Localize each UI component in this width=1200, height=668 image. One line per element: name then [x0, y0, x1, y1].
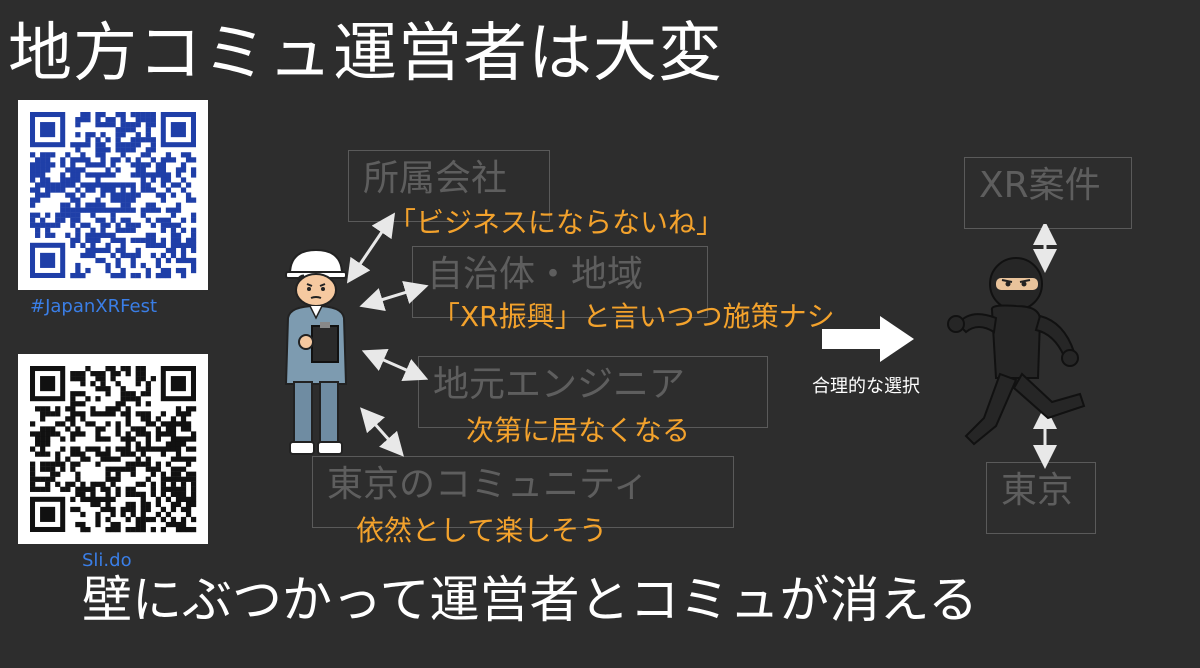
box-municipality: 自治体・地域	[412, 246, 708, 318]
comment-local-engineers: 次第に居なくなる	[466, 414, 691, 447]
box-tokyo-community: 東京のコミュニティ	[312, 456, 734, 528]
bottom-message: 壁にぶつかって運営者とコミュが消える	[82, 571, 978, 629]
box-xr-projects: XR案件	[964, 157, 1132, 229]
hashtag-caption[interactable]: #JapanXRFest	[30, 296, 158, 317]
qr-code-slido[interactable]	[18, 354, 208, 544]
qr-code-japanxrfest[interactable]	[18, 100, 208, 290]
qr-code-icon	[30, 112, 197, 279]
arrow-caption: 合理的な選択	[812, 376, 920, 397]
box-company: 所属会社	[348, 150, 550, 222]
comment-company: 「ビジネスにならないね」	[388, 206, 725, 239]
vertical-arrows	[1033, 224, 1057, 469]
right-arrow-icon	[822, 316, 914, 362]
comment-municipality: 「XR振興」と言いつつ施策ナシ	[432, 300, 835, 333]
construction-worker-icon	[284, 248, 348, 455]
comment-tokyo-community: 依然として楽しそう	[356, 514, 608, 547]
qr-code-icon	[30, 366, 197, 533]
running-ninja-icon	[947, 257, 1086, 446]
page-title: 地方コミュ運営者は大変	[8, 17, 723, 91]
slido-caption[interactable]: Sli.do	[82, 550, 132, 571]
box-local-engineers: 地元エンジニア	[418, 356, 768, 428]
relation-arrows	[346, 212, 429, 457]
